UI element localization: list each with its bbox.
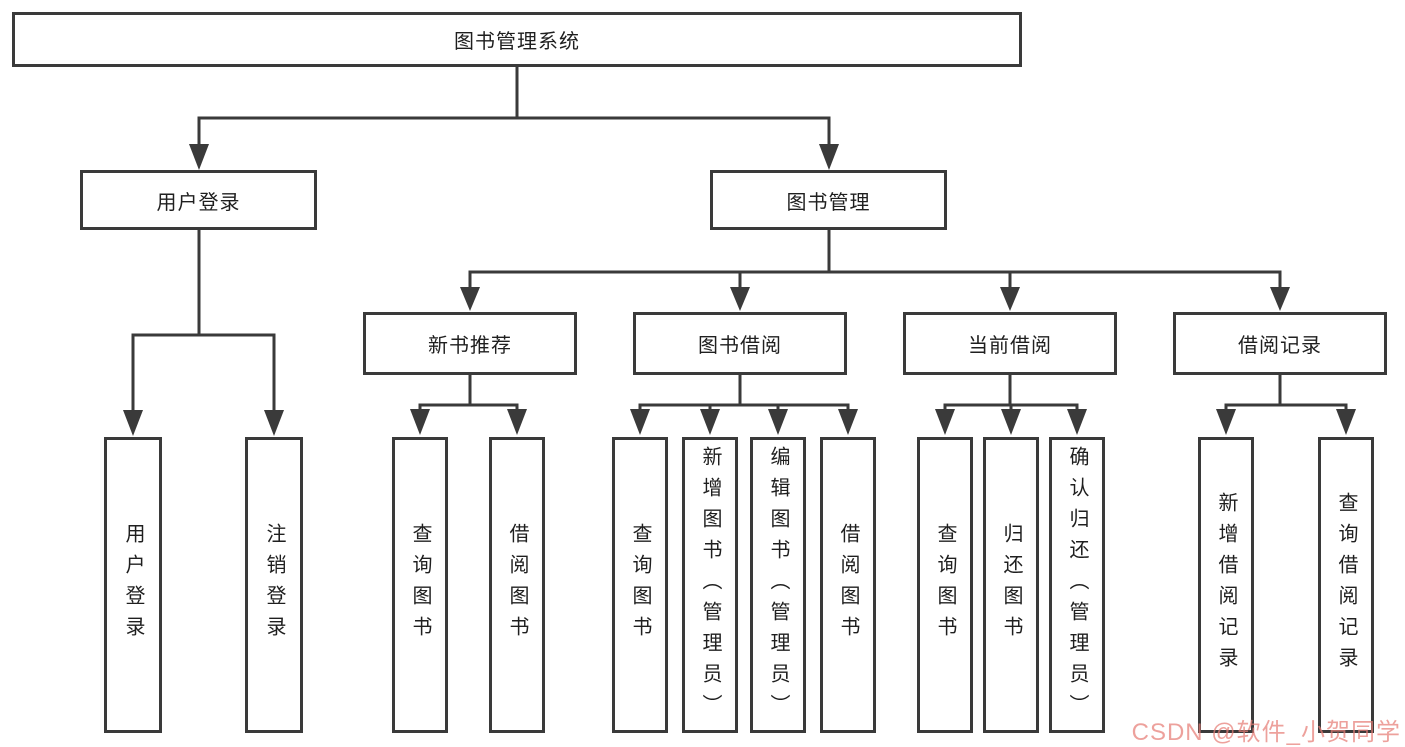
node-borrowing-records: 借阅记录 — [1173, 312, 1387, 375]
node-user-login: 用户登录 — [80, 170, 317, 230]
node-library-management-system: 图书管理系统 — [12, 12, 1022, 67]
leaf-add-borrow-record: 新增借阅记录 — [1198, 437, 1254, 733]
node-current-borrowing: 当前借阅 — [903, 312, 1117, 375]
leaf-query-borrow-record: 查询借阅记录 — [1318, 437, 1374, 733]
connector-userlogin-to-leaves — [123, 230, 284, 436]
leaf-edit-books-admin: 编辑图书（管理员） — [750, 437, 806, 733]
connector-newbook-to-leaves — [410, 375, 527, 435]
leaf-query-books-2-label: 查询图书 — [629, 523, 651, 647]
leaf-user-login: 用户登录 — [104, 437, 162, 733]
connector-root-to-level2 — [189, 67, 839, 170]
leaf-add-borrow-record-label: 新增借阅记录 — [1215, 492, 1237, 678]
leaf-confirm-return-admin: 确认归还（管理员） — [1049, 437, 1105, 733]
leaf-user-login-label: 用户登录 — [122, 523, 144, 647]
leaf-borrow-books-1: 借阅图书 — [489, 437, 545, 733]
connector-bookborrow-to-leaves — [630, 375, 858, 435]
leaf-add-books-admin-label: 新增图书（管理员） — [699, 445, 721, 725]
connector-records-to-leaves — [1216, 375, 1356, 435]
leaf-edit-books-admin-label: 编辑图书（管理员） — [767, 445, 789, 725]
watermark-text: CSDN @软件_小贺同学 — [1131, 719, 1401, 746]
leaf-query-books-1-label: 查询图书 — [409, 523, 431, 647]
leaf-return-books: 归还图书 — [983, 437, 1039, 733]
leaf-query-borrow-record-label: 查询借阅记录 — [1335, 492, 1357, 678]
node-new-book-recommendation: 新书推荐 — [363, 312, 577, 375]
leaf-query-books-3-label: 查询图书 — [934, 523, 956, 647]
connector-currentborrow-to-leaves — [935, 375, 1087, 435]
leaf-logout-login: 注销登录 — [245, 437, 303, 733]
leaf-borrow-books-2-label: 借阅图书 — [837, 523, 859, 647]
node-book-borrowing: 图书借阅 — [633, 312, 847, 375]
leaf-confirm-return-admin-label: 确认归还（管理员） — [1066, 445, 1088, 725]
connector-bookmgmt-to-level3 — [460, 230, 1290, 311]
node-book-management: 图书管理 — [710, 170, 947, 230]
leaf-query-books-1: 查询图书 — [392, 437, 448, 733]
leaf-borrow-books-2: 借阅图书 — [820, 437, 876, 733]
leaf-borrow-books-1-label: 借阅图书 — [506, 523, 528, 647]
leaf-logout-login-label: 注销登录 — [263, 523, 285, 647]
leaf-return-books-label: 归还图书 — [1000, 523, 1022, 647]
leaf-query-books-3: 查询图书 — [917, 437, 973, 733]
leaf-add-books-admin: 新增图书（管理员） — [682, 437, 738, 733]
leaf-query-books-2: 查询图书 — [612, 437, 668, 733]
